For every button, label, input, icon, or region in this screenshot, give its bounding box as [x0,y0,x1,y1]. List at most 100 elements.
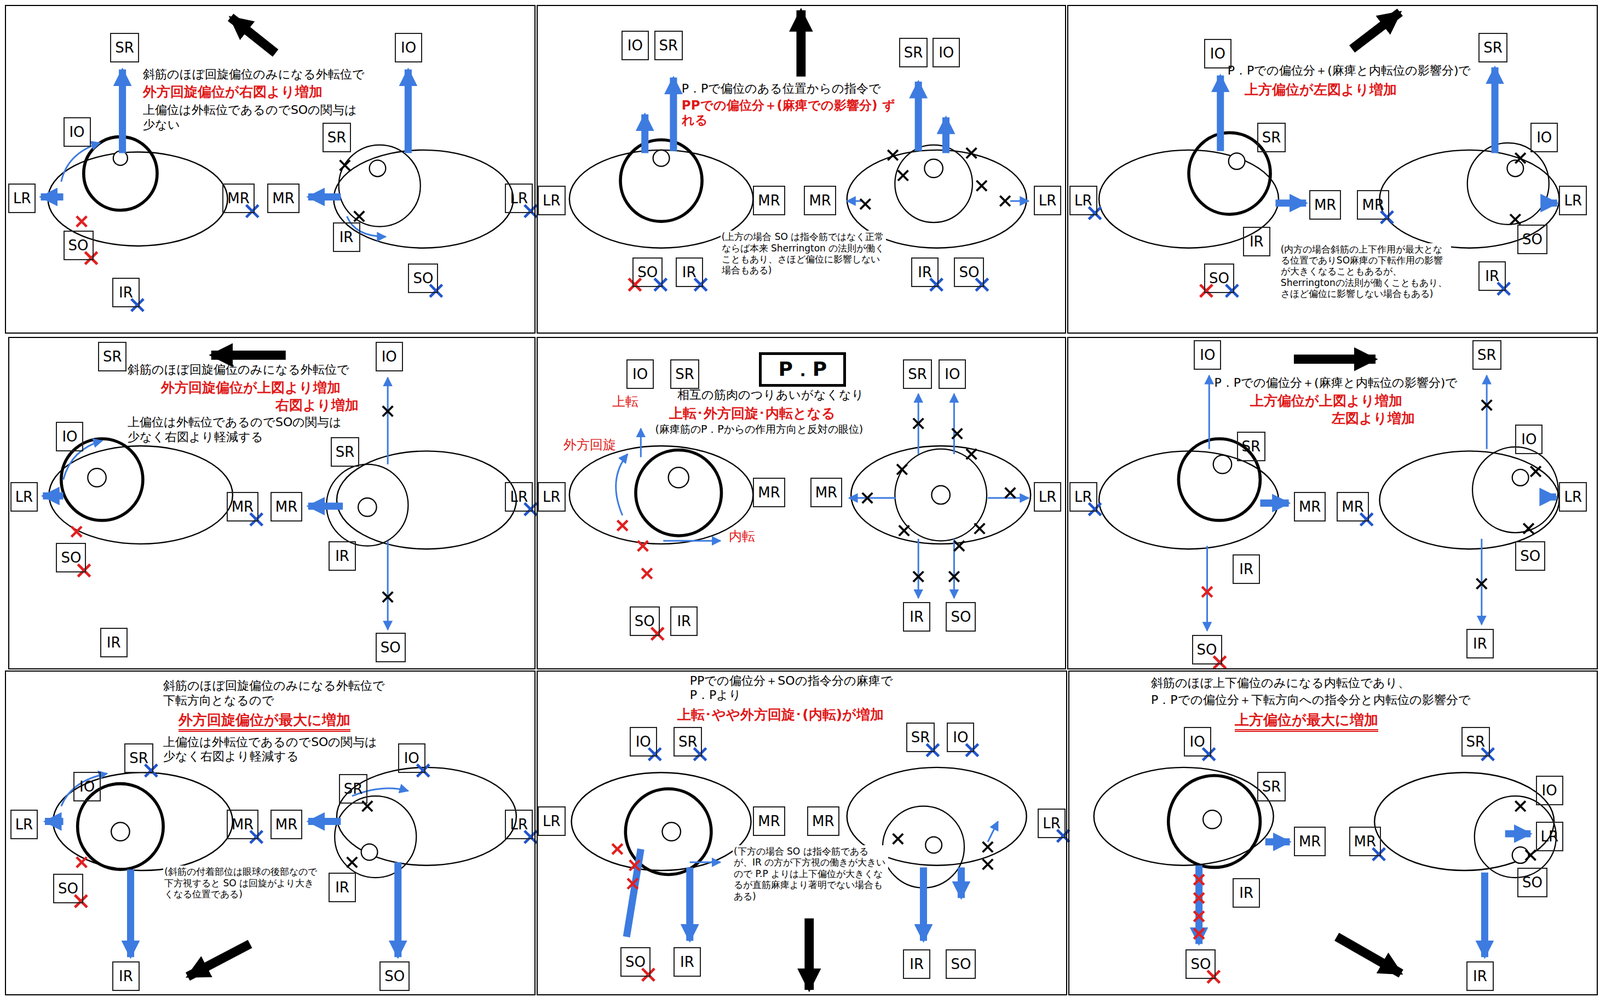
panel-1-figure [924,159,943,178]
panel-2-figure [1491,67,1499,153]
panel-7-figure [925,836,942,854]
muscle-label-box: MR [1356,190,1390,220]
muscle-label: LR [15,488,34,505]
annotation-text: 外方回旋偏位が上図より増加 [160,379,341,396]
red-cross-mark [642,968,655,981]
panel-0-figure [340,159,351,171]
panel-0-figure [354,211,365,222]
muscle-label: IO [627,37,643,54]
muscle-label: SO [1522,873,1543,891]
muscle-label-box: SR [110,32,140,63]
panel-4-figure [569,393,1031,598]
panel-5-figure [1208,375,1211,450]
annotation-text: P．Pでの偏位分＋(麻痺と内転位の影響分)で [1214,375,1459,390]
muscle-label: SO [1209,269,1230,287]
panel-4-figure [917,538,920,598]
muscle-label: MR [815,484,838,501]
muscle-label: SR [1262,778,1282,795]
muscle-label: P．P [778,355,827,383]
muscle-label: LR [509,488,528,505]
panel-0-figure [76,216,88,227]
muscle-label: MR [231,498,255,515]
panel-7-figure [919,866,928,941]
blue-cross-mark [417,763,430,776]
muscle-label-box: IO [1515,424,1543,454]
panel-8-figure [1525,849,1536,861]
muscle-label: MR [757,484,781,501]
muscle-label-box: MR [226,809,260,839]
panel-5-figure [1259,499,1289,507]
panel-4-figure [974,523,986,534]
panel-7-figure [957,866,965,898]
muscle-label: IO [1536,129,1552,146]
muscle-label-box: SO [945,601,976,632]
muscle-label-box: IR [1232,554,1260,584]
muscle-label-box: IR [1466,628,1494,659]
muscle-label-box: LR [537,185,566,216]
panel-5-figure [1206,545,1208,631]
muscle-label: IR [339,228,354,246]
muscle-label-box: MR [222,183,255,214]
panel-8-figure [1193,873,1205,885]
panel-5-figure [1098,359,1559,631]
annotation-text: P．Pでの偏位分＋(麻痺と内転位の影響分)で [1227,63,1472,78]
blue-cross-mark [926,743,939,756]
panel-7-figure [626,848,641,937]
muscle-label-box: LR [1033,481,1062,512]
muscle-label: SR [659,37,679,54]
muscle-label-box: SO [953,257,984,287]
muscle-label: SO [384,967,405,984]
muscle-label-box: IR [1478,261,1506,291]
muscle-label: SO [60,549,82,566]
muscle-label: MR [231,815,255,833]
annotation-text: (下方の場合 SO は指令筋であるが、IR の方が下方視の働きが大きいので P.… [732,844,889,902]
muscle-label: SR [1477,346,1497,364]
muscle-label-box: LR [1558,481,1587,512]
muscle-label-box: IO [1204,38,1232,69]
panel-4-figure [637,540,649,551]
panel-4-figure [848,497,896,499]
muscle-label: IR [335,878,350,896]
muscle-label: SO [1522,231,1543,248]
muscle-label: LR [1038,192,1057,209]
muscle-label-box: SO [1204,263,1235,293]
muscle-label: IO [381,348,397,365]
annotation-text: (斜筋の付着部位は眼球の後部なので下方視すると SO は回旋がより大きくなる位置… [163,865,324,900]
muscle-label: IR [909,608,924,625]
muscle-label-box: SO [945,948,976,979]
red-cross-mark [651,627,664,640]
title-box: P．P [758,352,846,387]
muscle-label-box: IR [670,606,698,636]
muscle-label: SR [327,129,347,146]
muscle-label: IO [404,749,420,767]
muscle-label: SR [335,443,355,460]
muscle-label-box: SO [620,946,651,977]
muscle-label-box: SR [1236,431,1266,462]
panel-0-figure [404,69,412,154]
panel-4-figure [953,540,965,551]
muscle-label-box: SO [1517,867,1548,897]
annotation-text: 上転･やや外方回旋･(内転)が増加 [677,706,884,723]
panel-7-figure [662,821,681,841]
panel-3-figure [308,502,343,510]
muscle-label: SR [343,780,364,797]
annotation-text: 上転･外方回旋･内転となる [669,405,836,422]
panel-3-figure [71,526,82,537]
muscle-label: SR [911,728,931,746]
muscle-label-box: LR [504,183,533,214]
muscle-label-box: MR [267,183,300,214]
muscle-label-box: MR [1336,491,1369,522]
panel-1-figure [942,117,950,153]
panel-8-figure [1094,767,1557,974]
muscle-label-box: SR [322,122,352,153]
muscle-label-box: LR [8,183,37,214]
panel-0-figure [308,193,342,201]
panel-5-figure [1530,465,1541,477]
muscle-label-box: SO [63,230,94,261]
muscle-label: SR [1483,39,1503,56]
panel-1-figure [976,180,987,192]
muscle-label: SO [634,612,655,630]
panel-1-figure [569,10,1029,249]
annotation-text: 上方偏位が上図より増加 [1250,392,1403,410]
muscle-label: SR [904,44,924,61]
